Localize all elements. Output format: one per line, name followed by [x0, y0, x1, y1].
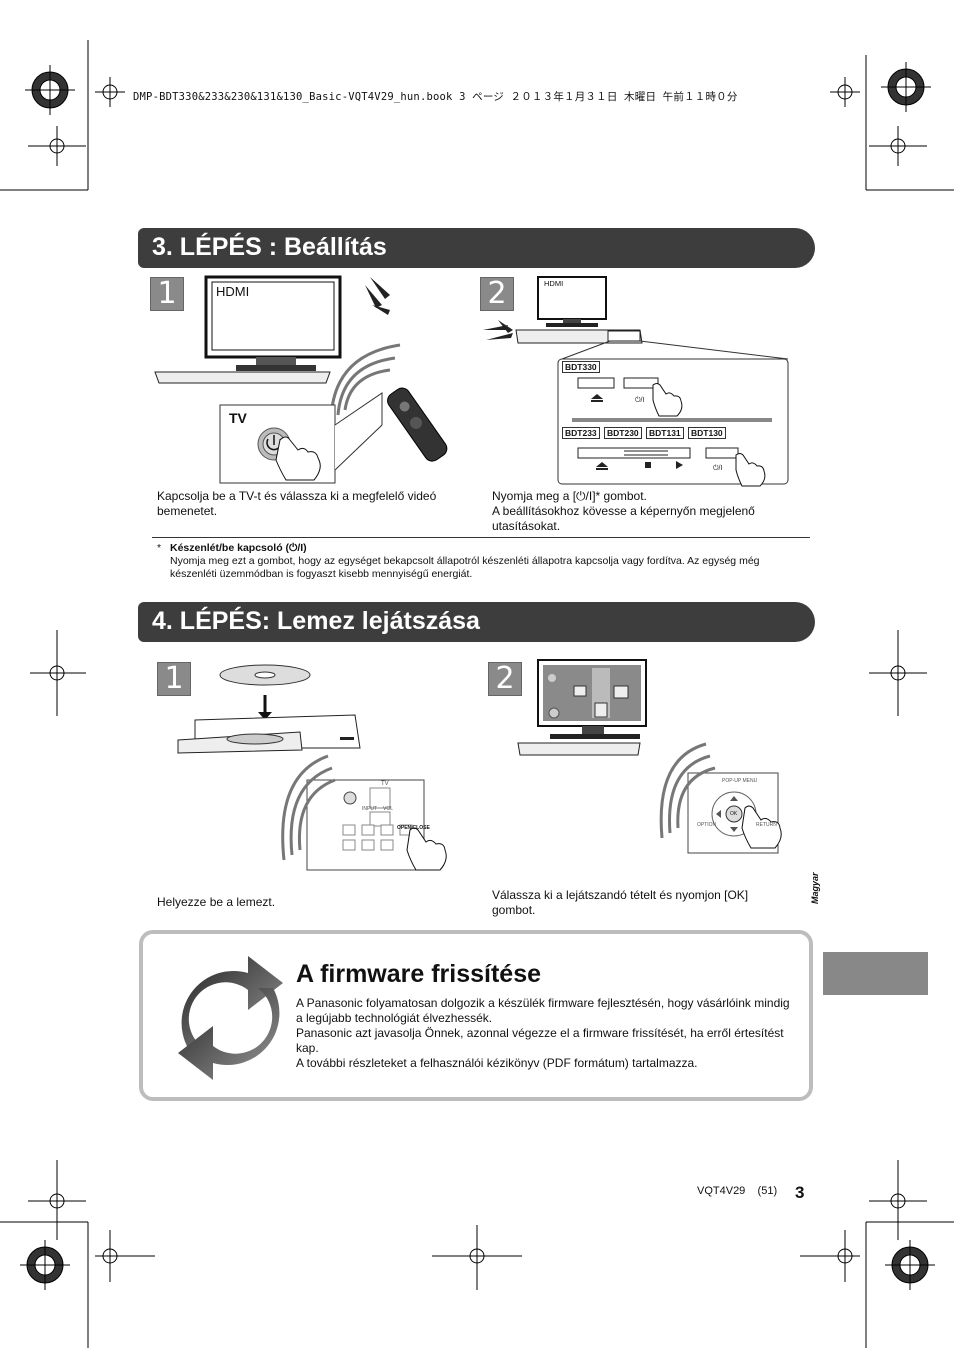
model-label-bdt330: BDT330 [562, 361, 600, 373]
svg-text:⏻/I: ⏻/I [635, 396, 644, 404]
step4-title: 4. LÉPÉS: Lemez lejátszása [152, 607, 480, 635]
remote-label-return: RETURN [756, 822, 777, 828]
model-label-bdt233: BDT233 [562, 427, 600, 439]
firmware-box [139, 930, 813, 1101]
step3-panel1-tv-screen-label: HDMI [216, 284, 250, 299]
step4-title-bar: 4. LÉPÉS: Lemez lejátszása [138, 602, 815, 642]
book-header-line: DMP-BDT330&233&230&131&130_Basic-VQT4V29… [133, 91, 738, 103]
step3-panel2-caption-2: A beállításokhoz kövesse a képernyőn meg… [492, 504, 755, 533]
firmware-title: A firmware frissítése [296, 960, 542, 988]
step3-panel2-tv-screen-label: HDMI [544, 279, 564, 288]
footnote-mark: * [157, 542, 162, 554]
firmware-text: A Panasonic folyamatosan dolgozik a kész… [296, 996, 796, 1071]
step3-panel2-illustration: ⏻/I ⏻/I [483, 276, 789, 487]
step4-panel2-illustration [517, 659, 782, 854]
remote-label-input: INPUT [362, 806, 377, 812]
remote-label-open-close: OPEN/CLOSE [397, 825, 430, 831]
step3-panel1-caption: Kapcsolja be a TV-t és válassza ki a meg… [157, 489, 437, 518]
language-side-tab [823, 952, 928, 995]
remote-label-ok: OK [730, 811, 738, 817]
model-label-bdt131: BDT131 [646, 427, 684, 439]
remote-label-vol: VOL [383, 806, 394, 812]
page-footer-code: VQT4V29 (51) [697, 1185, 777, 1197]
model-label-bdt130: BDT130 [688, 427, 726, 439]
firmware-paragraph-1: A Panasonic folyamatosan dolgozik a kész… [296, 996, 790, 1025]
step3-panel2-caption-1: Nyomja meg a [⏻/I]* gombot. [492, 489, 647, 503]
remote-label-tv: TV [381, 781, 389, 787]
footnote-text: Nyomja meg ezt a gombot, hogy az egysége… [170, 555, 760, 580]
remote-label-option: OPTION [697, 822, 717, 828]
step3-title-bar: 3. LÉPÉS : Beállítás [138, 228, 815, 268]
step3-panel1-tv-button-label: TV [229, 410, 247, 426]
step4-panel1-caption: Helyezze be a lemezt. [157, 895, 276, 909]
language-side-label: Magyar [810, 872, 820, 904]
firmware-paragraph-2: Panasonic azt javasolja Önnek, azonnal v… [296, 1026, 784, 1055]
step4-panel1-number: 1 [157, 662, 191, 696]
svg-text:⏻/I: ⏻/I [713, 464, 722, 472]
update-cycle-icon [178, 956, 283, 1080]
step4-panel2-caption: Válassza ki a lejátszandó tételt és nyom… [492, 888, 749, 917]
step3-panel1-illustration [154, 275, 448, 484]
firmware-paragraph-3: A további részleteket a felhasználói kéz… [296, 1056, 698, 1070]
step4-panel2-number: 2 [488, 662, 522, 696]
footer-sub: (51) [757, 1185, 778, 1197]
footnote-title: Készenlét/be kapcsoló (⏻/I) [170, 542, 307, 554]
step3-title: 3. LÉPÉS : Beállítás [152, 233, 387, 261]
remote-label-popup-menu: POP-UP MENU [722, 778, 758, 784]
step3-panel2-number: 2 [480, 277, 514, 311]
step3-panel1-number: 1 [150, 277, 184, 311]
page-number: 3 [795, 1183, 805, 1202]
footer-code: VQT4V29 [697, 1185, 746, 1197]
step4-panel1-illustration [177, 664, 447, 871]
footnote-divider [152, 537, 810, 538]
model-label-bdt230: BDT230 [604, 427, 642, 439]
